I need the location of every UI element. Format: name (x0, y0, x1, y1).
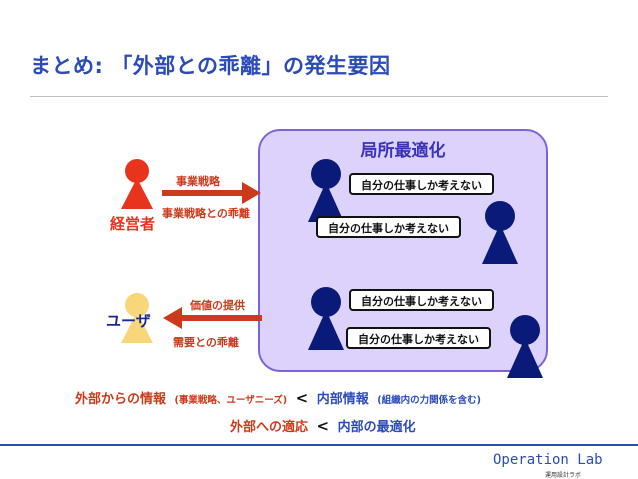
summary-line-1: 外部からの情報 (事業戦略、ユーザニーズ) < 内部情報 (組織内の力関係を含む… (75, 388, 481, 407)
summary-line-2: 外部への適応 < 内部の最適化 (230, 416, 416, 435)
page-title: まとめ: 「外部との乖離」の発生要因 (30, 54, 391, 78)
worker-person-icon (482, 201, 518, 264)
thought-bubble: 自分の仕事しか考えない (349, 173, 494, 195)
thought-bubble: 自分の仕事しか考えない (316, 216, 461, 238)
summary-internal-note: (組織内の力関係を含む) (377, 395, 481, 406)
thought-bubble: 自分の仕事しか考えない (349, 289, 494, 311)
summary-less-than: < (316, 417, 330, 435)
summary-internal-optimization: 内部の最適化 (337, 420, 416, 435)
arrow-right-icon (162, 182, 261, 204)
summary-less-than: < (295, 389, 309, 407)
box-label: 局所最適化 (360, 141, 446, 161)
manager-person-icon (121, 159, 153, 209)
demand-gap-label: 需要との乖離 (173, 336, 239, 349)
user-label: ユーザ (106, 312, 151, 330)
user-person-icon (121, 293, 153, 343)
strategy-label: 事業戦略 (176, 175, 220, 188)
arrow-left-icon (163, 307, 262, 329)
strategy-gap-label: 事業戦略との乖離 (162, 207, 250, 220)
worker-person-icon (308, 159, 344, 222)
logo-subtitle: 運用設計ラボ (545, 472, 582, 479)
operation-lab-logo: Operation Lab (493, 452, 603, 468)
value-label: 価値の提供 (190, 299, 245, 312)
summary-external-note: (事業戦略、ユーザニーズ) (174, 395, 288, 406)
worker-person-icon (308, 287, 344, 350)
manager-label: 経営者 (110, 215, 156, 233)
summary-external-adaptation: 外部への適応 (230, 420, 309, 435)
summary-internal-info: 内部情報 (316, 392, 369, 407)
worker-person-icon (507, 315, 543, 378)
summary-external-info: 外部からの情報 (75, 392, 167, 407)
title-divider (30, 96, 608, 97)
thought-bubble: 自分の仕事しか考えない (346, 327, 491, 349)
footer-divider (0, 444, 638, 446)
